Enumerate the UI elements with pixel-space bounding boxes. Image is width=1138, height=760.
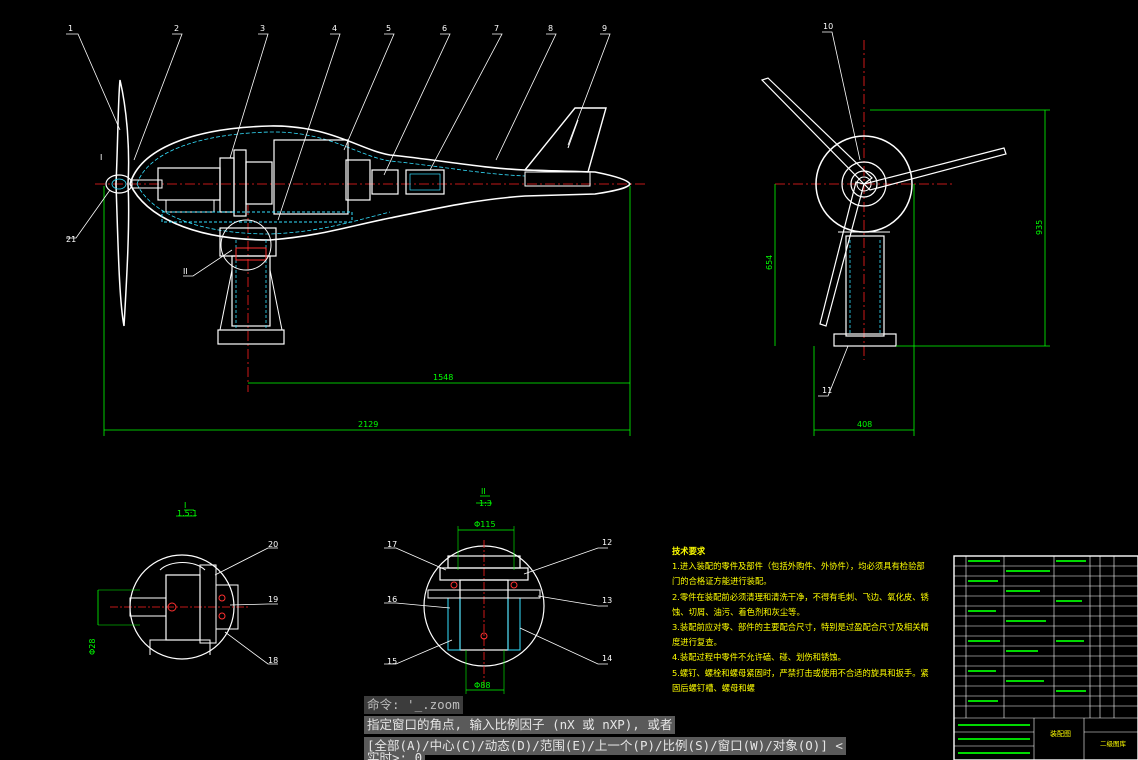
svg-text:Φ28: Φ28 [88, 639, 97, 655]
svg-text:9: 9 [602, 24, 607, 33]
side-view [760, 31, 1050, 436]
svg-text:I: I [100, 153, 102, 162]
detail-view-II [384, 495, 608, 694]
svg-text:2129: 2129 [358, 420, 378, 429]
svg-text:18: 18 [268, 656, 278, 665]
svg-text:14: 14 [602, 654, 612, 663]
svg-text:13: 13 [602, 596, 612, 605]
section-labels: I II I 1.5:1 II 1:3 [100, 153, 492, 518]
svg-text:8: 8 [548, 24, 553, 33]
tech-req-item: 4.装配过程中零件不允许磕、碰、划伤和锈蚀。 [672, 652, 846, 663]
svg-text:I: I [184, 501, 186, 510]
command-realtime[interactable]: 实时>: 0 [364, 752, 426, 760]
svg-text:11: 11 [822, 386, 832, 395]
dimension-labels: 2129 1548 654 935 408 Φ115 Φ88 Φ28 [88, 220, 1044, 690]
svg-text:1: 1 [68, 24, 73, 33]
tech-req-item: 5.螺钉、螺栓和螺母紧固时，严禁打击或使用不合适的旋具和扳手。紧固后螺钉槽、螺母… [672, 667, 929, 693]
svg-text:654: 654 [765, 255, 774, 270]
svg-text:Φ88: Φ88 [474, 681, 490, 690]
command-history: 命令: '_.zoom [364, 696, 463, 714]
svg-text:20: 20 [268, 540, 278, 549]
svg-text:10: 10 [823, 22, 833, 31]
svg-text:19: 19 [268, 595, 278, 604]
svg-text:7: 7 [494, 24, 499, 33]
svg-text:408: 408 [857, 420, 872, 429]
svg-text:12: 12 [602, 538, 612, 547]
svg-text:1:3: 1:3 [479, 499, 492, 508]
detail-view-I [97, 509, 278, 665]
tech-req-title: 技术要求 [672, 546, 706, 556]
command-options[interactable]: [全部(A)/中心(C)/动态(D)/范围(E)/上一个(P)/比例(S)/窗口… [364, 737, 846, 755]
main-front-view [66, 33, 645, 436]
svg-text:21: 21 [66, 235, 76, 244]
svg-text:16: 16 [387, 595, 397, 604]
tech-req-item: 2.零件在装配前必须清理和清洗干净，不得有毛刺、飞边、氧化皮、锈蚀、切屑、油污、… [672, 591, 929, 617]
svg-text:II: II [183, 267, 188, 276]
title-block: 装配图 二级图库 [953, 555, 1138, 760]
svg-text:2: 2 [174, 24, 179, 33]
svg-text:17: 17 [387, 540, 397, 549]
svg-text:二级图库: 二级图库 [1100, 739, 1127, 748]
svg-text:1.5:1: 1.5:1 [177, 509, 198, 518]
command-prompt: 指定窗口的角点, 输入比例因子 (nX 或 nXP), 或者 [364, 716, 676, 734]
part-number-labels: 1 2 3 4 5 6 7 8 9 10 11 12 13 14 15 16 1… [66, 22, 833, 666]
svg-text:4: 4 [332, 24, 337, 33]
svg-text:15: 15 [387, 657, 397, 666]
tech-req-item: 1.进入装配的零件及部件（包括外购件、外协件），均必须具有检验部门的合格证方能进… [672, 561, 925, 587]
svg-text:Φ115: Φ115 [474, 520, 496, 529]
svg-text:II: II [481, 487, 486, 496]
tech-req-item: 3.装配前应对零、部件的主要配合尺寸，特别是过盈配合尺寸及相关精度进行复查。 [672, 622, 929, 648]
technical-requirements: 技术要求 1.进入装配的零件及部件（包括外购件、外协件），均必须具有检验部门的合… [672, 544, 932, 696]
svg-text:1548: 1548 [433, 373, 453, 382]
svg-text:装配图: 装配图 [1050, 729, 1071, 738]
svg-text:935: 935 [1035, 220, 1044, 235]
svg-text:3: 3 [260, 24, 265, 33]
svg-text:5: 5 [386, 24, 391, 33]
svg-text:6: 6 [442, 24, 447, 33]
